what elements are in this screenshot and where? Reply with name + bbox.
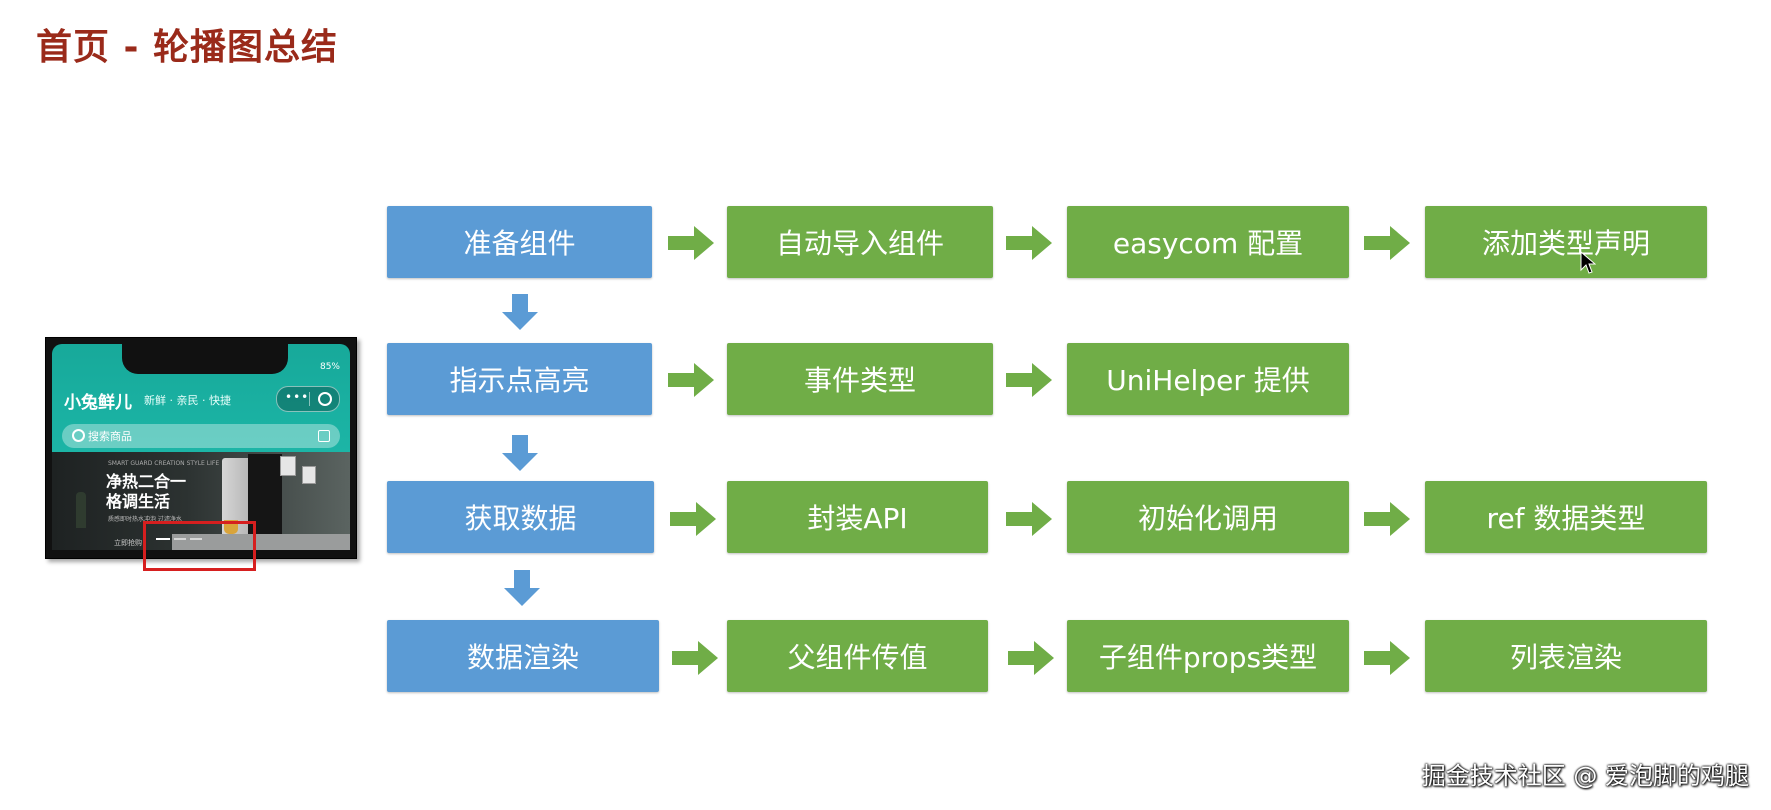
right-arrow-icon <box>1008 641 1054 675</box>
step-event-type: 事件类型 <box>727 343 993 415</box>
phone-screenshot: 85% 小兔鲜儿 新鲜 · 亲民 · 快捷 ••• 搜索商品 SMART GUA… <box>45 337 357 559</box>
banner-headline: 净热二合一 格调生活 <box>106 472 186 512</box>
down-arrow-icon <box>502 435 538 471</box>
phone-header: 85% 小兔鲜儿 新鲜 · 亲民 · 快捷 ••• 搜索商品 <box>52 344 350 452</box>
right-arrow-icon <box>670 502 716 536</box>
search-bar: 搜索商品 <box>62 424 340 448</box>
step-child-props-type: 子组件props类型 <box>1067 620 1349 692</box>
banner-subtitle: 质感即时热水冲泡 过滤净水 <box>108 516 182 523</box>
carousel-dot <box>190 538 202 540</box>
banner-floor <box>172 534 350 550</box>
banner-tag: SMART GUARD CREATION STYLE LIFE <box>108 460 220 467</box>
banner-frame-image <box>302 466 316 484</box>
close-miniapp-icon <box>318 392 332 406</box>
right-arrow-icon <box>1006 226 1052 260</box>
search-placeholder: 搜索商品 <box>88 430 132 443</box>
search-icon <box>72 429 85 442</box>
step-list-render: 列表渲染 <box>1425 620 1707 692</box>
step-wrap-api: 封装API <box>727 481 988 553</box>
carousel-dot <box>174 538 186 540</box>
banner-line-2: 格调生活 <box>106 492 171 511</box>
step-parent-props: 父组件传值 <box>727 620 988 692</box>
step-init-call: 初始化调用 <box>1067 481 1349 553</box>
battery-indicator: 85% <box>319 362 340 372</box>
banner-frame-image <box>280 456 296 476</box>
right-arrow-icon <box>668 226 714 260</box>
step-auto-import: 自动导入组件 <box>727 206 993 278</box>
down-arrow-icon <box>504 570 540 606</box>
main-step-prepare: 准备组件 <box>387 206 652 278</box>
step-type-declaration: 添加类型声明 <box>1425 206 1707 278</box>
down-arrow-icon <box>502 294 538 330</box>
carousel-banner: SMART GUARD CREATION STYLE LIFE 净热二合一 格调… <box>52 452 350 550</box>
right-arrow-icon <box>668 363 714 397</box>
banner-buy-button: 立即抢购 <box>114 539 142 547</box>
main-step-indicator: 指示点高亮 <box>387 343 652 415</box>
right-arrow-icon <box>1364 502 1410 536</box>
app-slogan: 新鲜 · 亲民 · 快捷 <box>144 394 231 407</box>
right-arrow-icon <box>1364 226 1410 260</box>
page-title: 首页 - 轮播图总结 <box>36 27 339 68</box>
step-easycom-config: easycom 配置 <box>1067 206 1349 278</box>
mouse-cursor-icon <box>1580 250 1597 279</box>
banner-plant-image <box>76 492 86 528</box>
app-brand: 小兔鲜儿 <box>64 393 132 413</box>
right-arrow-icon <box>672 641 718 675</box>
more-icon: ••• <box>285 390 310 404</box>
phone-notch <box>122 344 288 374</box>
capsule-divider <box>309 392 310 406</box>
banner-line-1: 净热二合一 <box>106 472 187 491</box>
right-arrow-icon <box>1006 502 1052 536</box>
step-unihelper: UniHelper 提供 <box>1067 343 1349 415</box>
capsule-menu: ••• <box>276 386 340 412</box>
right-arrow-icon <box>1006 363 1052 397</box>
carousel-dot-active <box>156 538 170 540</box>
step-ref-type: ref 数据类型 <box>1425 481 1707 553</box>
scan-icon <box>318 430 330 442</box>
main-step-fetch-data: 获取数据 <box>387 481 654 553</box>
watermark: 掘金技术社区 @ 爱泡脚的鸡腿 <box>1421 762 1749 790</box>
right-arrow-icon <box>1364 641 1410 675</box>
indicator-highlight-box <box>143 521 256 571</box>
main-step-render: 数据渲染 <box>387 620 659 692</box>
